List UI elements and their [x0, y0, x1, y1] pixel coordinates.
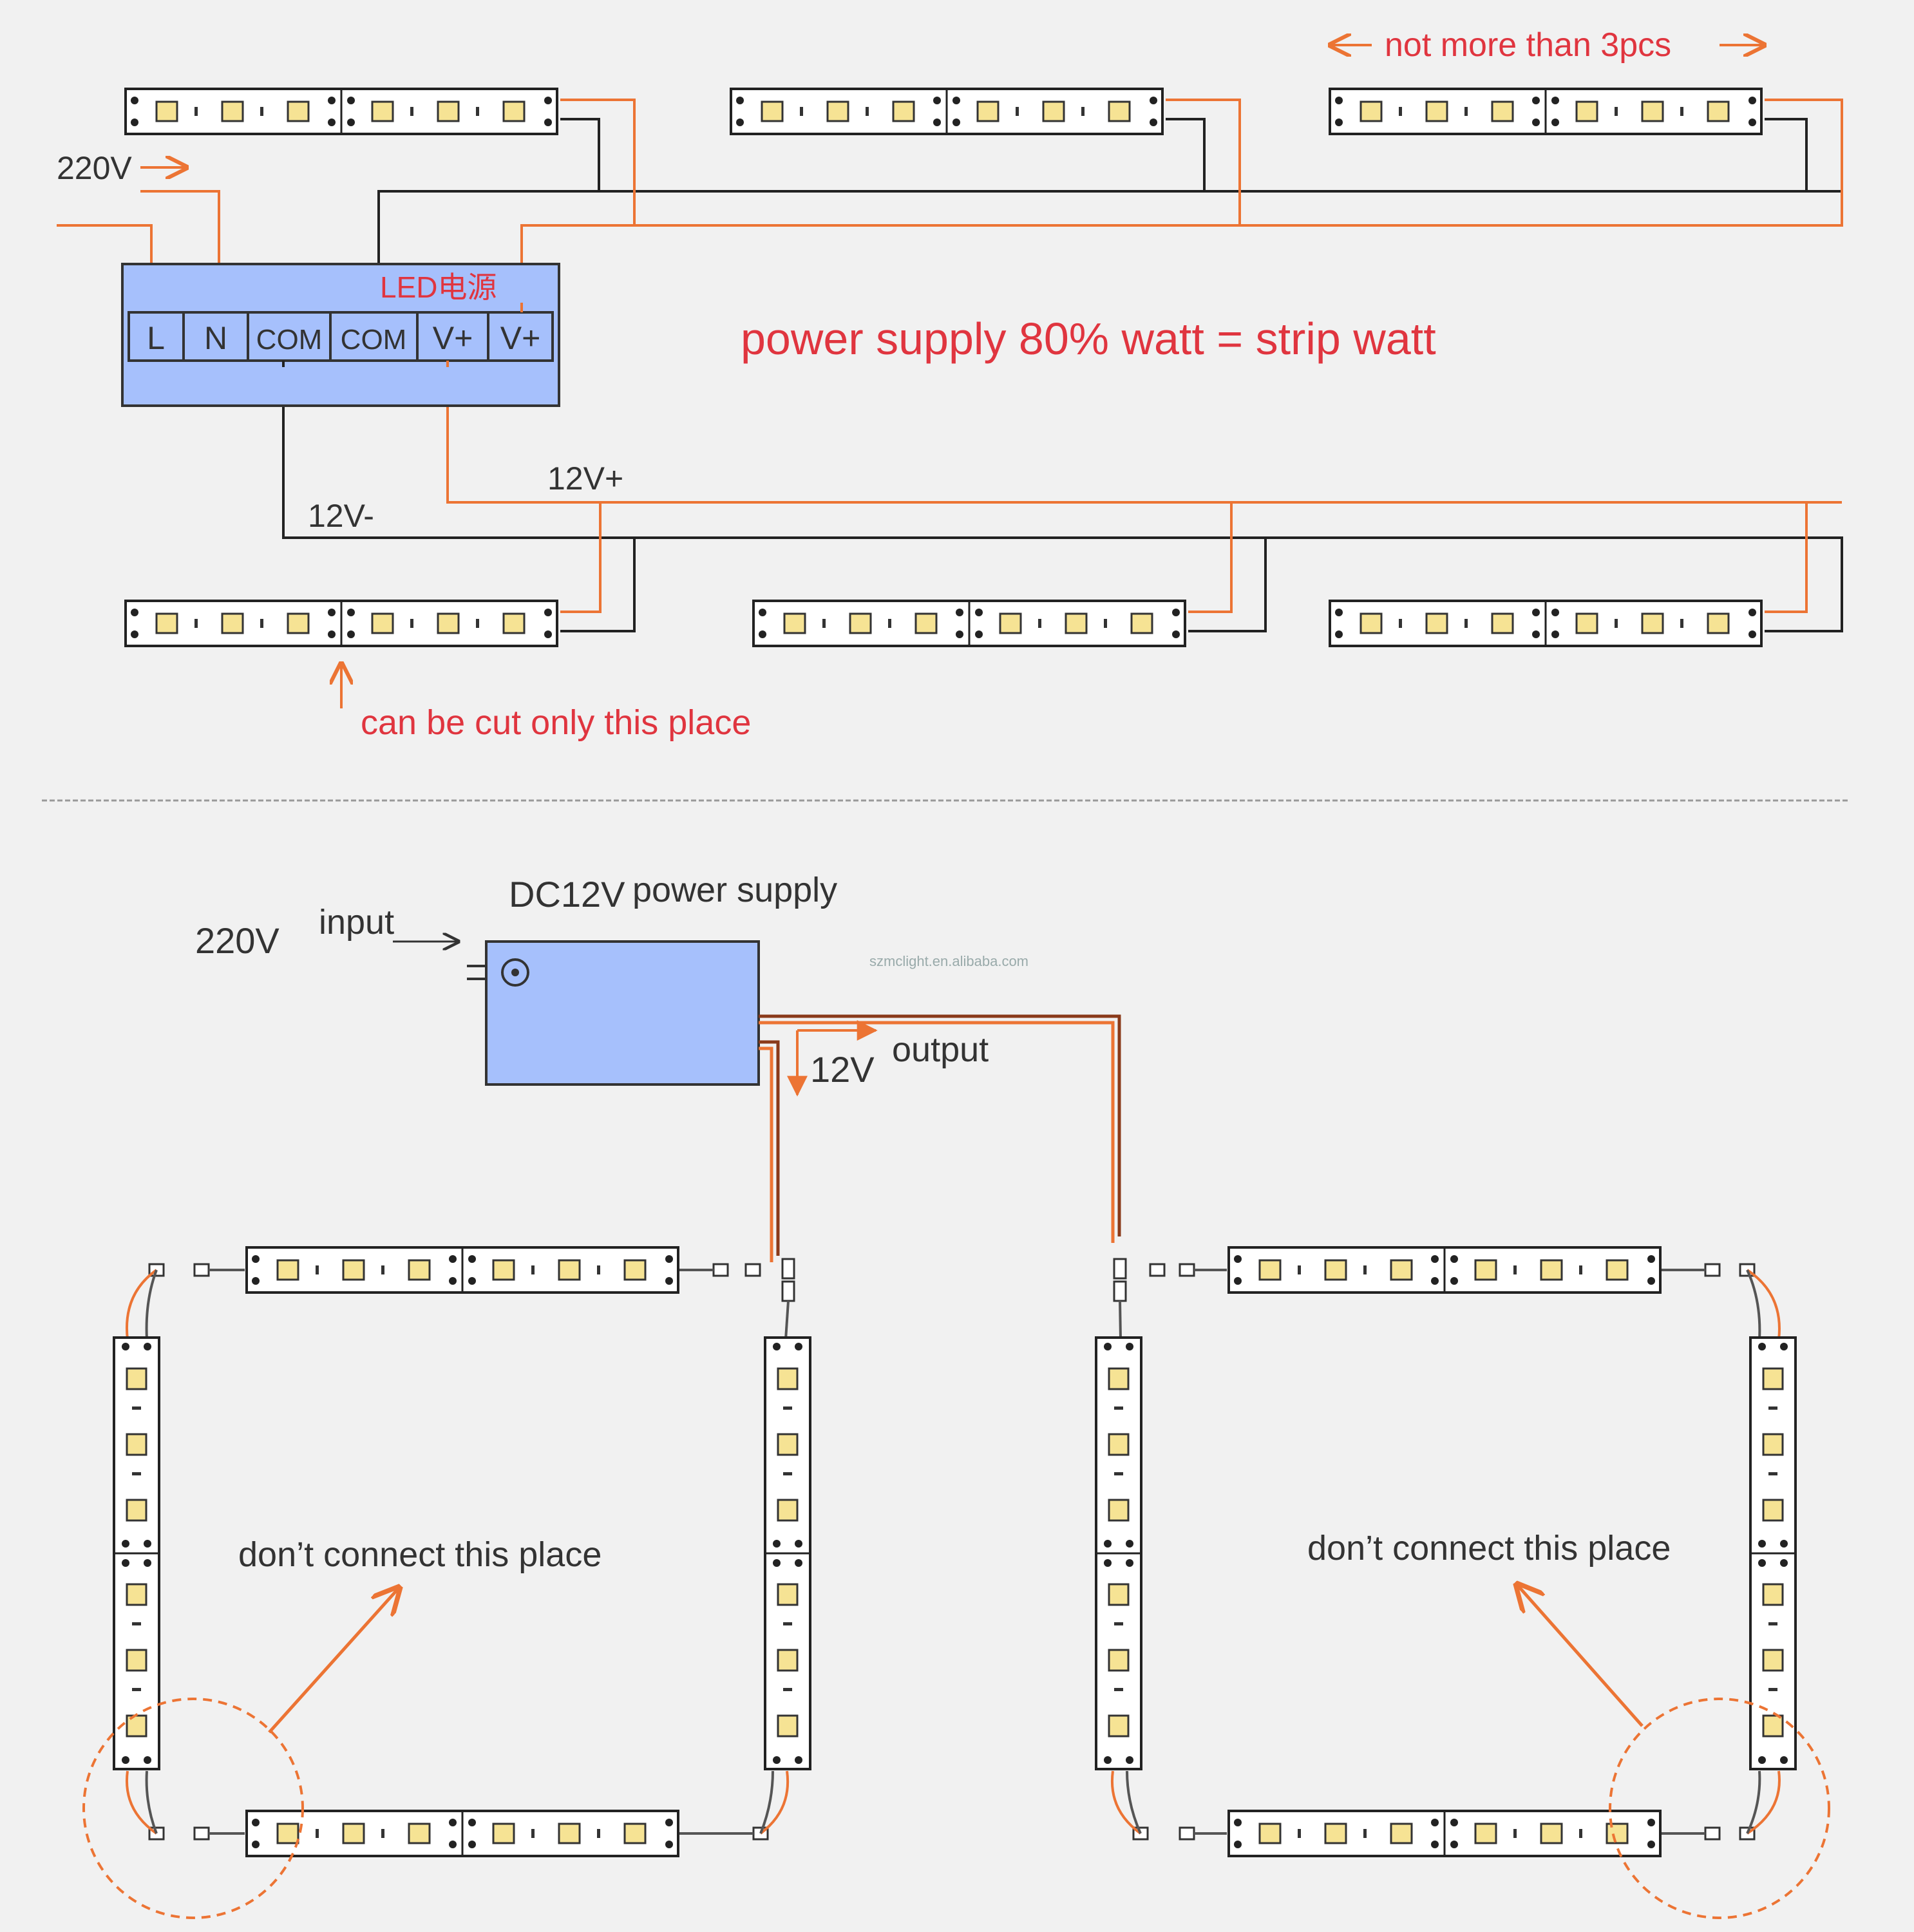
- led-strip-loop-left-side-2: [764, 1336, 811, 1770]
- led-strip-loop-left-side-1: [113, 1336, 160, 1770]
- led-strip-top-2: [730, 88, 1164, 135]
- warning-circle-right: [1609, 1698, 1830, 1919]
- cut-note: can be cut only this place: [361, 703, 751, 742]
- input-voltage-label: 220V: [195, 920, 280, 961]
- terminal-com-2: [329, 311, 419, 362]
- bottom-wiring: DC12V power supply 220V input szmclight.…: [82, 871, 1830, 1919]
- negative-wires: [282, 118, 1843, 632]
- led-strip-loop-right-bottom: [1227, 1810, 1662, 1857]
- led-strip-mid-2: [752, 600, 1186, 647]
- terminal-label-vplus-1: V+: [433, 320, 473, 356]
- psu-brand-label: LED电源: [380, 270, 497, 304]
- led-strip-top-3: [1329, 88, 1763, 135]
- power-formula: power supply 80% watt = strip watt: [741, 314, 1436, 364]
- watermark: szmclight.en.alibaba.com: [869, 953, 1028, 969]
- terminal-label-vplus-2: V+: [500, 320, 541, 356]
- psu-model-label: DC12V: [509, 874, 625, 914]
- led-strip-loop-right-side-2: [1749, 1336, 1797, 1770]
- positive-label: 12V+: [547, 460, 623, 497]
- terminal-n: [182, 311, 249, 362]
- terminal-block: [128, 311, 554, 362]
- led-strip-mid-1: [124, 600, 558, 647]
- output-voltage-label: 12V: [810, 1049, 875, 1090]
- led-strip-loop-left-top: [245, 1246, 679, 1294]
- terminal-label-l: L: [147, 320, 165, 356]
- negative-label: 12V-: [308, 498, 374, 534]
- output-label: output: [892, 1030, 989, 1069]
- led-strip-loop-left-bottom: [245, 1810, 679, 1857]
- led-strip-mid-3: [1329, 600, 1763, 647]
- terminal-label-n: N: [204, 320, 227, 356]
- positive-wires: [57, 99, 1843, 613]
- warning-arrow-left: [268, 1587, 399, 1734]
- input-220v-label: 220V: [57, 150, 132, 186]
- led-strip-loop-right-side-1: [1095, 1336, 1142, 1770]
- dc-power-supply: [485, 940, 760, 1086]
- power-socket-icon: [501, 958, 529, 987]
- max-strips-note: not more than 3pcs: [1385, 26, 1671, 64]
- terminal-l: [128, 311, 185, 362]
- terminal-label-com-1: COM: [256, 324, 323, 355]
- terminal-label-com-2: COM: [341, 324, 407, 355]
- led-strip-top-1: [124, 88, 558, 135]
- warning-arrow-right: [1517, 1584, 1644, 1727]
- top-wiring: L N COM COM V+ V+ LED电源 220V not more th…: [57, 26, 1843, 742]
- warning-label-right: don’t connect this place: [1307, 1529, 1671, 1567]
- psu-title-label: power supply: [632, 871, 837, 909]
- input-label: input: [319, 903, 394, 942]
- warning-label-left: don’t connect this place: [238, 1535, 602, 1574]
- led-strip-loop-right-top: [1227, 1246, 1662, 1294]
- warning-circle-left: [82, 1698, 304, 1919]
